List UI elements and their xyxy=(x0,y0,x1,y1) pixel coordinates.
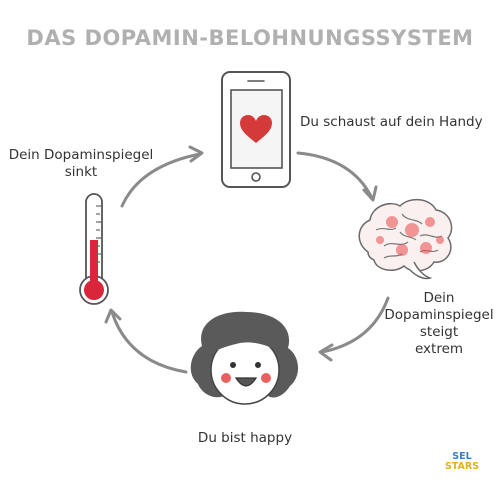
brain-icon xyxy=(358,198,453,280)
cycle-arrows xyxy=(104,145,390,374)
step-label-brain-line: Dein xyxy=(423,290,455,306)
happy-girl-icon xyxy=(190,311,299,405)
arrow-sink-to-phone xyxy=(120,145,204,208)
heart-icon xyxy=(240,115,272,143)
arrow-brain-to-happy xyxy=(318,296,390,362)
page-title: DAS DOPAMIN-BELOHNUNGSSYSTEM xyxy=(26,26,474,50)
step-label-phone: Du schaust auf dein Handy xyxy=(300,114,483,130)
right-cheek xyxy=(261,373,271,383)
step-label-sink-line: Dein Dopaminspiegel xyxy=(8,147,154,163)
step-label-brain-line: Dopaminspiegel xyxy=(384,307,494,323)
smile xyxy=(234,377,258,387)
left-cheek xyxy=(221,373,231,383)
arrow-happy-to-sink xyxy=(104,308,188,374)
logo-line2: STARS xyxy=(444,461,480,472)
step-label-sink: Dein Dopaminspiegel sinkt xyxy=(6,147,156,181)
step-label-brain: Dein Dopaminspiegel steigt extrem xyxy=(384,290,494,358)
step-label-happy: Du bist happy xyxy=(197,430,293,446)
step-label-brain-line: steigt xyxy=(419,324,459,340)
logo-line1: SEL xyxy=(452,451,472,462)
selfstars-logo: SEL STARS xyxy=(440,452,484,472)
thermometer-icon xyxy=(79,193,109,305)
smartphone-heart-icon xyxy=(221,71,291,188)
left-eye xyxy=(230,362,236,368)
step-label-sink-line: sinkt xyxy=(64,164,98,180)
step-label-brain-line: extrem xyxy=(414,341,464,357)
arrow-phone-to-brain xyxy=(296,151,378,202)
right-eye xyxy=(255,362,261,368)
